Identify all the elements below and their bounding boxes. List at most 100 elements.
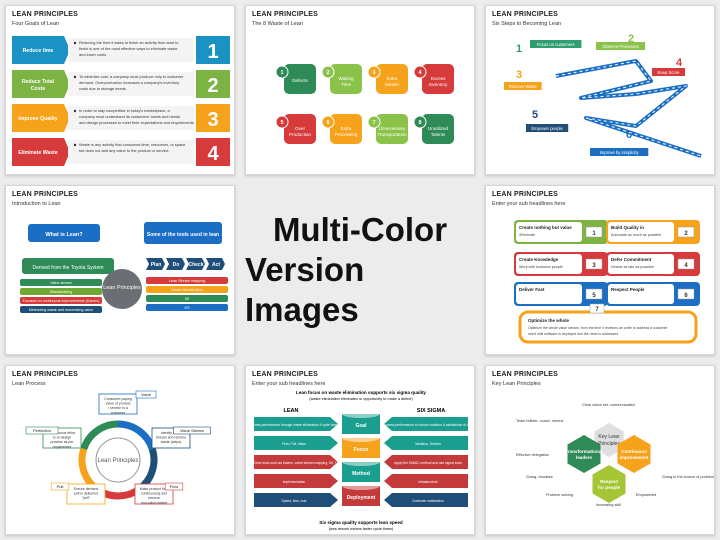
principle-note: Effective delegation — [516, 453, 549, 457]
hex-label: Continuous — [621, 449, 647, 454]
waste-label-cont: Talents — [431, 132, 446, 137]
slide-intro-to-lean[interactable]: LEAN PRINCIPLES Introduction to Lean Wha… — [5, 185, 235, 355]
bullet-icon — [73, 75, 77, 79]
step-label: Empower people — [531, 126, 563, 131]
cylinder-rim — [342, 434, 380, 442]
goal-text-line: company must understand its customers' w… — [79, 114, 180, 119]
process-step-text: remove — [148, 496, 160, 500]
slide-title: LEAN PRINCIPLES — [12, 191, 79, 198]
goal-text-line: Reducing the time it takes to finish an … — [79, 40, 178, 45]
hex-label-cont: leaders — [576, 455, 593, 460]
goal-arrow — [64, 104, 70, 132]
principle-inner — [516, 284, 582, 304]
intro-lean-diagram: What is Lean? Some of the tools used in … — [20, 222, 228, 313]
goal-label: Reduce Total — [22, 79, 55, 85]
goal-label: Improve Quality — [18, 116, 57, 122]
principle-text: Automate as much as possible — [611, 233, 661, 237]
principle-number-box — [677, 258, 695, 270]
principle-inner — [608, 222, 674, 242]
goal-label-box — [12, 36, 64, 64]
goal-number-box — [196, 104, 230, 132]
waste-label-cont: Time — [341, 82, 351, 87]
sigma-row-text: Improve process performance to reduce va… — [370, 423, 475, 427]
process-step-text: waste (steps) — [161, 440, 182, 444]
lean-row-arrow — [254, 417, 338, 431]
lean-heading: LEAN — [284, 408, 299, 414]
principle-note: Going, visualize — [526, 475, 553, 479]
principle-number: 6 — [684, 293, 688, 299]
clock-icon — [330, 64, 362, 94]
process-step-text: process as per — [51, 440, 75, 444]
waste-label: Extra — [387, 76, 398, 81]
derived-box — [22, 258, 114, 274]
principle-text: Decide as late as possible — [611, 265, 654, 269]
lean-tool-bar — [146, 295, 228, 302]
step-number: 4 — [676, 57, 683, 69]
bottom-caption-note: (less rework means faster cycle times) — [329, 527, 394, 531]
goal-label-box — [12, 138, 64, 166]
waste-number-badge — [413, 115, 427, 129]
lean-tool-bar — [146, 277, 228, 284]
slide-key-principles[interactable]: LEAN PRINCIPLES Key Lean Principles Key … — [485, 365, 715, 535]
principle-hexagon — [592, 465, 626, 503]
principle-number: 3 — [592, 263, 596, 269]
waste-number-badge — [413, 65, 427, 79]
bottom-caption: Six sigma quality supports lean speed — [319, 520, 403, 525]
process-step-box — [98, 393, 138, 415]
process-step-text: continuously and — [141, 492, 167, 496]
heading-line-1: Multi-Color — [272, 211, 448, 248]
goal-text-line: demand. Overproduction increases a compa… — [79, 80, 179, 85]
slide-subtitle: Four Goals of Lean — [12, 21, 60, 27]
slide-seven-principles[interactable]: LEAN PRINCIPLES Enter your sub headlines… — [485, 185, 715, 355]
lean-row-arrow — [254, 455, 338, 469]
principle-note: Clear vision set, communicated — [582, 403, 635, 407]
process-step-tag — [135, 390, 157, 399]
lean-row-arrow — [254, 474, 338, 488]
process-step-tag — [164, 482, 184, 491]
pdca-chevron — [166, 258, 185, 270]
principle-number-box — [677, 288, 695, 300]
truck-icon — [376, 114, 408, 144]
process-step-label: Value — [141, 392, 152, 397]
process-step-text: Ensure demand — [74, 487, 99, 491]
cylinder-label: Focus — [354, 447, 369, 453]
what-is-lean-box — [28, 224, 100, 242]
process-ring-segment — [78, 447, 100, 492]
inventory-icon — [422, 64, 454, 94]
principle-note: Empowered — [636, 493, 656, 497]
waste-label: Unutilized — [428, 126, 449, 131]
lean-tool-bar — [146, 286, 228, 293]
waste-label: Excess — [431, 76, 447, 81]
what-is-lean-label: What is Lean? — [45, 232, 83, 238]
center-label-cont: Principles — [598, 441, 620, 447]
cylinder-segment — [342, 438, 380, 458]
process-ring-segment — [117, 420, 156, 451]
top-caption: Lean focus on waste elimination supports… — [296, 390, 426, 395]
top-caption-note: (waste elimination eliminates or opportu… — [309, 397, 413, 401]
lean-tool-label: Lean Stream mapping — [169, 279, 205, 283]
lean-row-text: Improve process performance through wast… — [246, 423, 352, 427]
principle-inner — [608, 284, 674, 304]
sigma-row-arrow — [384, 455, 468, 469]
principle-number: 7 — [595, 307, 599, 313]
slide-subtitle: The 8 Waste of Lean — [252, 21, 303, 27]
bullet-icon — [73, 109, 77, 113]
sigma-row-arrow — [384, 436, 468, 450]
waste-label-cont: Transportation — [377, 132, 407, 137]
slide-lean-six-sigma[interactable]: LEAN PRINCIPLES Enter your sub headlines… — [245, 365, 475, 535]
slide-lean-process[interactable]: LEAN PRINCIPLES Lean Process Lean Princi… — [5, 365, 235, 535]
slide-six-steps[interactable]: LEAN PRINCIPLES Six Steps to Becoming Le… — [485, 5, 715, 175]
pdca-chevron — [186, 258, 205, 270]
slide-four-goals[interactable]: LEAN PRINCIPLES Four Goals of Lean Reduc… — [5, 5, 235, 175]
center-hexagon — [594, 423, 624, 457]
waste-number-badge — [321, 115, 335, 129]
goal-text-line: finish is one of the most effective ways… — [79, 46, 178, 51]
motion-icon — [376, 64, 408, 94]
goal-number: 3 — [207, 109, 218, 131]
pdca-label: Act — [212, 262, 220, 268]
cylinder-segment — [342, 462, 380, 482]
key-principles-diagram: Key LeanPrinciplesTransformationalleader… — [516, 403, 714, 507]
path-road — [555, 59, 702, 158]
